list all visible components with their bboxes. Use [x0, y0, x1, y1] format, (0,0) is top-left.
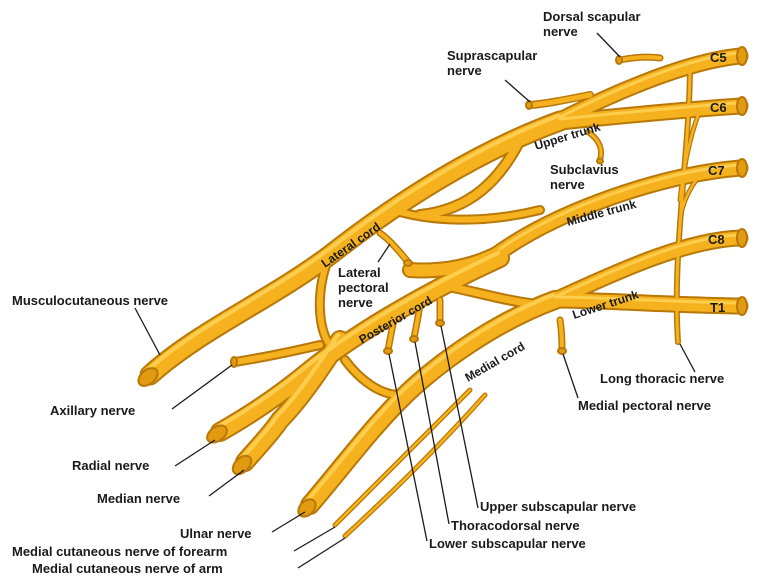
lateral-pectoral-cut-end — [404, 260, 412, 266]
median-label: Median nerve — [97, 491, 180, 506]
lateral-pectoral-label-line2: pectoral — [338, 280, 389, 295]
c5-cut-end — [737, 47, 747, 65]
c8-cut-end — [737, 229, 747, 247]
long-thoracic-leader — [680, 344, 695, 372]
axillary-label: Axillary nerve — [50, 403, 135, 418]
lateral-pectoral-leader — [378, 244, 390, 262]
c6-cut-end — [737, 97, 747, 115]
medial-pectoral-nerve — [560, 320, 562, 350]
suprascapular-label: Suprascapular nerve — [447, 48, 541, 78]
dorsal-scapular-label: Dorsal scapular nerve — [543, 9, 644, 39]
median-leader — [209, 470, 244, 496]
ulnar-leader — [272, 512, 305, 532]
radial-label: Radial nerve — [72, 458, 149, 473]
dorsal-scapular-label-line1: Dorsal scapular — [543, 9, 641, 24]
lateral-pectoral-label-line3: nerve — [338, 295, 373, 310]
med-cut-arm-label: Medial cutaneous nerve of arm — [32, 561, 223, 576]
nerve-network — [135, 47, 747, 536]
subclavius-label-line2: nerve — [550, 177, 585, 192]
medial-pectoral-cut-end — [558, 348, 566, 354]
t1-label: T1 — [710, 300, 725, 315]
suprascapular-leader — [505, 80, 530, 102]
c5-label: C5 — [710, 50, 727, 65]
long-thoracic-label: Long thoracic nerve — [600, 371, 724, 386]
dorsal-scapular-leader — [597, 33, 620, 57]
c7-label: C7 — [708, 163, 725, 178]
suprascapular-cut-end — [526, 101, 532, 109]
medial-pectoral-leader — [563, 354, 578, 398]
medial-pectoral-label: Medial pectoral nerve — [578, 398, 711, 413]
upper-subscapular-label: Upper subscapular nerve — [480, 499, 636, 514]
lower-trunk-outline — [310, 300, 555, 505]
dorsal-scapular-label-line2: nerve — [543, 24, 578, 39]
thoracodorsal-label: Thoracodorsal nerve — [451, 518, 580, 533]
suprascapular-label-line1: Suprascapular — [447, 48, 537, 63]
c6-label: C6 — [710, 100, 727, 115]
lateral-pectoral-label: Lateral pectoral nerve — [338, 265, 392, 310]
lateral-pectoral-nerve — [380, 233, 408, 262]
lower-division — [440, 285, 540, 305]
med-cut-arm-leader — [298, 538, 345, 568]
musculocutaneous-leader — [135, 308, 160, 355]
lower-subscapular-label: Lower subscapular nerve — [429, 536, 586, 551]
dorsal-scapular-cut-end — [616, 56, 622, 64]
axillary-leader — [172, 365, 232, 409]
c8-label: C8 — [708, 232, 725, 247]
thoracodorsal-cut-end — [410, 336, 418, 342]
subclavius-label: Subclavius nerve — [550, 162, 622, 192]
med-cut-forearm-leader — [294, 527, 335, 551]
med-cut-forearm-label: Medial cutaneous nerve of forearm — [12, 544, 227, 559]
musculocutaneous-label: Musculocutaneous nerve — [12, 293, 168, 308]
c7-cut-end — [737, 159, 747, 177]
lateral-pectoral-label-line1: Lateral — [338, 265, 381, 280]
lower-subscapular-cut-end — [384, 348, 392, 354]
t1-cut-end — [737, 297, 747, 315]
subclavius-label-line1: Subclavius — [550, 162, 619, 177]
upper-subscapular-cut-end — [436, 320, 444, 326]
radial-leader — [175, 440, 215, 466]
suprascapular-label-line2: nerve — [447, 63, 482, 78]
ulnar-label: Ulnar nerve — [180, 526, 252, 541]
